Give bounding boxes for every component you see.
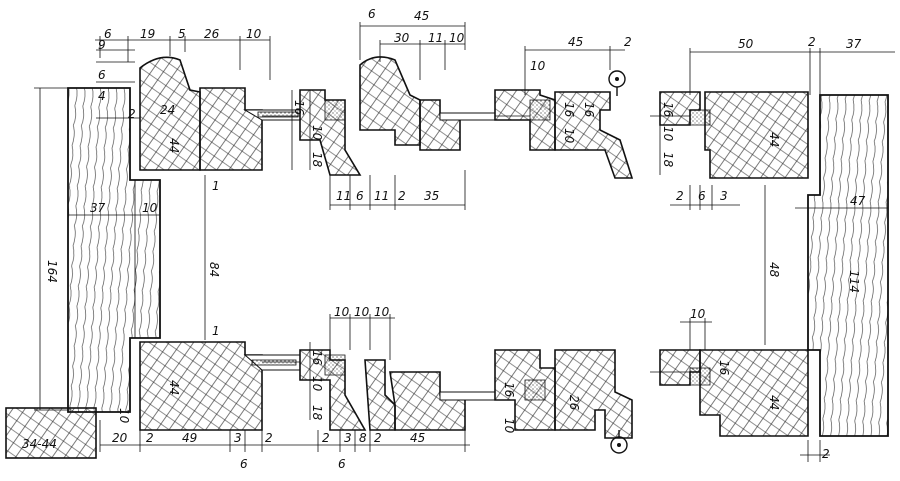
dim-3-b: 3 [234, 431, 242, 445]
dim-8: 8 [359, 431, 367, 445]
dim-10-c: 10 [310, 125, 324, 141]
dim-10-k: 10 [310, 376, 324, 392]
dim-18-b: 18 [661, 152, 675, 168]
dim-11-b: 11 [336, 189, 351, 203]
bottom-sash-left [139, 341, 301, 431]
dim-2-h: 2 [322, 431, 330, 445]
dim-16-f: 16 [502, 382, 516, 398]
dim-10-i: 10 [354, 305, 370, 319]
dim-10-a: 10 [246, 27, 262, 41]
dim-6: 6 [104, 27, 112, 41]
dim-10-e: 10 [530, 59, 546, 73]
dim-6-d: 6 [356, 189, 364, 203]
dim-2-e: 2 [676, 189, 684, 203]
dim-37-b: 37 [846, 37, 862, 51]
dim-18-c: 18 [310, 405, 324, 421]
dim-2-c: 2 [624, 35, 632, 49]
dim-6-b: 6 [98, 68, 106, 82]
dim-10-l: 10 [117, 408, 131, 424]
dim-10-h: 10 [334, 305, 350, 319]
dim-10-m: 10 [502, 418, 516, 434]
dim-16-g: 16 [717, 360, 731, 376]
dim-6-g: 6 [338, 457, 346, 471]
top-sash-center-right [494, 89, 634, 179]
top-sash-left [139, 56, 301, 171]
dim-6-f: 6 [240, 457, 248, 471]
dim-45-b: 45 [568, 35, 583, 49]
dim-10-f: 10 [562, 128, 576, 144]
dim-4: 4 [98, 89, 106, 103]
dim-2-d: 2 [808, 35, 816, 49]
dim-20: 20 [112, 431, 128, 445]
dim-9: 9 [98, 38, 106, 52]
dim-10-b: 10 [142, 201, 158, 215]
dim-2-j: 2 [822, 447, 830, 461]
block-label: 34-44 [22, 437, 57, 451]
dim-37-a: 37 [90, 201, 106, 215]
dim-44-c: 44 [167, 380, 181, 395]
dim-45-c: 45 [410, 431, 425, 445]
dim-1-b: 1 [212, 324, 220, 338]
dim-11-a: 11 [428, 31, 443, 45]
dim-1-a: 1 [212, 179, 220, 193]
dim-10-n: 10 [690, 307, 706, 321]
dim-10-d: 10 [449, 31, 465, 45]
dim-10-j: 10 [374, 305, 390, 319]
dim-11-c: 11 [374, 189, 389, 203]
dim-50: 50 [738, 37, 754, 51]
dim-3-a: 3 [720, 189, 728, 203]
dim-114: 114 [847, 270, 861, 293]
dimension-lines: 6 19 5 26 10 9 6 4 2 24 44 37 10 164 84 … [34, 7, 895, 471]
bottom-left-block: 34-44 [5, 407, 97, 459]
dim-84: 84 [207, 262, 221, 277]
dim-2-f: 2 [146, 431, 154, 445]
dim-47: 47 [850, 194, 866, 208]
dim-2-i: 2 [374, 431, 382, 445]
dim-5: 5 [178, 27, 186, 41]
dim-48: 48 [767, 262, 781, 278]
dim-44-d: 44 [767, 395, 781, 410]
dim-44-a: 44 [167, 138, 181, 153]
top-sash-center-left [299, 56, 496, 176]
dim-35: 35 [424, 189, 439, 203]
dim-16-a: 16 [292, 100, 306, 116]
bottom-sash-center-right [494, 349, 633, 439]
dim-26: 26 [204, 27, 220, 41]
dim-16-e: 16 [310, 350, 324, 366]
dim-6-e: 6 [698, 189, 706, 203]
dim-16-b: 16 [562, 102, 576, 118]
dim-44-b: 44 [767, 132, 781, 147]
dim-2-g: 2 [265, 431, 273, 445]
right-jamb [807, 94, 889, 437]
bottom-sash-right [659, 349, 809, 437]
dim-16-d: 16 [661, 102, 675, 118]
hinge-bottom [610, 430, 628, 454]
dim-6-c: 6 [368, 7, 376, 21]
dim-2-b: 2 [398, 189, 406, 203]
dim-45-a: 45 [414, 9, 429, 23]
dim-2-a: 2 [128, 107, 136, 121]
dim-164: 164 [45, 260, 59, 283]
dim-26: 26 [567, 395, 581, 411]
dim-16-c: 16 [582, 102, 596, 118]
glass-lines [262, 112, 690, 373]
dim-3-c: 3 [344, 431, 352, 445]
dim-19: 19 [140, 27, 155, 41]
dim-30: 30 [394, 31, 410, 45]
hinge-top [608, 70, 626, 96]
dim-49: 49 [182, 431, 197, 445]
top-sash-right [659, 91, 809, 179]
dim-18-a: 18 [310, 152, 324, 168]
bottom-sash-center-left [299, 349, 496, 431]
dim-24: 24 [160, 103, 175, 117]
dim-10-g: 10 [661, 126, 675, 142]
